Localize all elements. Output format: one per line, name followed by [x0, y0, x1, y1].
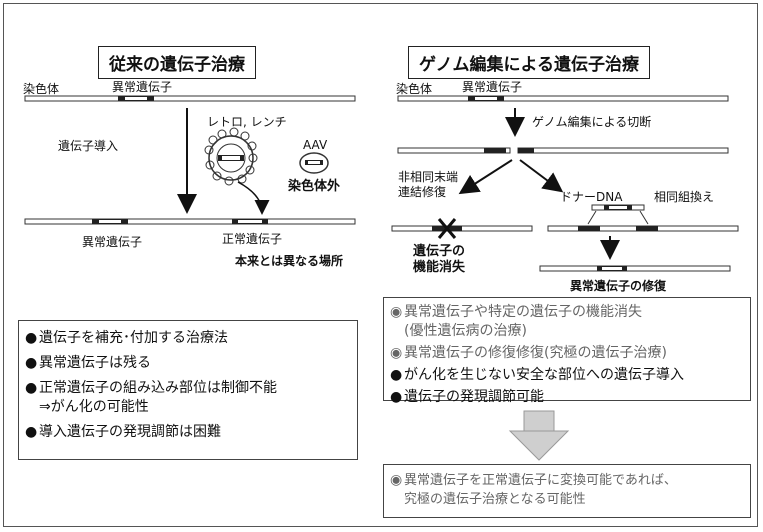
- left-bullet: ⇒がん化の可能性: [39, 399, 149, 415]
- left-chromosome-label: 染色体: [23, 82, 60, 96]
- left-bullet: 導入遺伝子の発現調節は困難: [39, 424, 221, 440]
- bullet-icon: ●: [25, 424, 38, 440]
- right-title: ゲノム編集による遺伝子治療: [408, 46, 650, 79]
- bullet-icon: ◉: [390, 345, 403, 361]
- bullet-icon: ●: [390, 367, 403, 383]
- integration-arrow: [237, 181, 270, 215]
- loss-line2: 機能消失: [413, 260, 466, 275]
- right-bullet: 遺伝子の発現調節可能: [404, 389, 544, 405]
- vector-label: レトロ, レンチ: [207, 115, 287, 129]
- left-bullet: 異常遺伝子は残る: [39, 355, 151, 371]
- left-abnormal-gene-top: 異常遺伝子: [112, 80, 173, 94]
- nhej-label-line2: 連結修復: [398, 185, 447, 199]
- nhej-chromosome: [391, 218, 533, 239]
- normal-gene-label: 正常遺伝子: [222, 232, 283, 246]
- right-abnormal-gene-top: 異常遺伝子: [462, 80, 523, 94]
- left-bullet-box: ●遺伝子を補充･付加する治療法 ●異常遺伝子は残る ●正常遺伝子の組み込み部位は…: [18, 320, 358, 460]
- loss-of-function-label: 遺伝子の 機能消失: [413, 244, 465, 276]
- conclusion-box: ◉異常遺伝子を正常遺伝子に変換可能であれば、 究極の遺伝子治療となる可能性: [383, 464, 751, 518]
- left-chromosome-bottom: [24, 218, 356, 225]
- left-chromosome-top: [24, 95, 356, 102]
- conclusion-line2: 究極の遺伝子治療となる可能性: [404, 492, 586, 507]
- virus-particle-icon: [204, 127, 258, 186]
- right-bullet: がん化を生じない安全な部位への遺伝子導入: [404, 367, 684, 383]
- left-title: 従来の遺伝子治療: [98, 46, 256, 79]
- nhej-label-line1: 非相同末端: [398, 170, 459, 184]
- aav-label: AAV: [303, 138, 328, 152]
- conclusion-line1: 異常遺伝子を正常遺伝子に変換可能であれば、: [404, 473, 677, 488]
- repair-label: 異常遺伝子の修復: [570, 279, 667, 293]
- homologous-label: 相同組換え: [654, 190, 715, 204]
- right-bullet: 異常遺伝子や特定の遺伝子の機能消失: [404, 304, 642, 320]
- repaired-chromosome: [539, 265, 731, 272]
- nhej-label: 非相同末端 連結修復: [398, 170, 458, 200]
- left-bullet: 正常遺伝子の組み込み部位は制御不能: [39, 380, 277, 396]
- donor-dna: [587, 204, 649, 225]
- right-chromosome-cut: [397, 147, 729, 154]
- different-site-label: 本来とは異なる場所: [235, 254, 344, 268]
- bullet-icon: ●: [25, 355, 38, 371]
- left-abnormal-gene-bottom: 異常遺伝子: [82, 235, 143, 249]
- right-bullet: (優性遺伝病の治療): [404, 323, 527, 339]
- loss-line1: 遺伝子の: [413, 244, 466, 259]
- right-chromosome-top: [397, 95, 729, 102]
- bullet-icon: ◉: [390, 304, 403, 320]
- bullet-icon: ◉: [390, 472, 403, 488]
- bullet-icon: ●: [25, 380, 38, 396]
- aav-episome-icon: [299, 152, 329, 174]
- right-bullet: 異常遺伝子の修復修復(究極の遺伝子治療): [404, 345, 667, 361]
- donor-dna-label: ドナーDNA: [560, 190, 623, 204]
- nhej-arrow: [458, 159, 513, 195]
- gene-transfer-label: 遺伝子導入: [58, 139, 119, 153]
- left-bullet: 遺伝子を補充･付加する治療法: [39, 330, 228, 346]
- hr-arrow: [519, 159, 564, 193]
- cut-label: ゲノム編集による切断: [532, 115, 652, 129]
- right-bullet-box: ◉異常遺伝子や特定の遺伝子の機能消失 (優性遺伝病の治療) ◉異常遺伝子の修復修…: [383, 297, 751, 405]
- right-chromosome-label: 染色体: [396, 82, 433, 96]
- hr-chromosome: [547, 225, 739, 232]
- figure-frame: [3, 3, 758, 527]
- extrachromosomal-label: 染色体外: [288, 179, 341, 194]
- bullet-icon: ●: [25, 330, 38, 346]
- conclusion-arrow-icon: [508, 410, 570, 461]
- bullet-icon: ●: [390, 389, 403, 405]
